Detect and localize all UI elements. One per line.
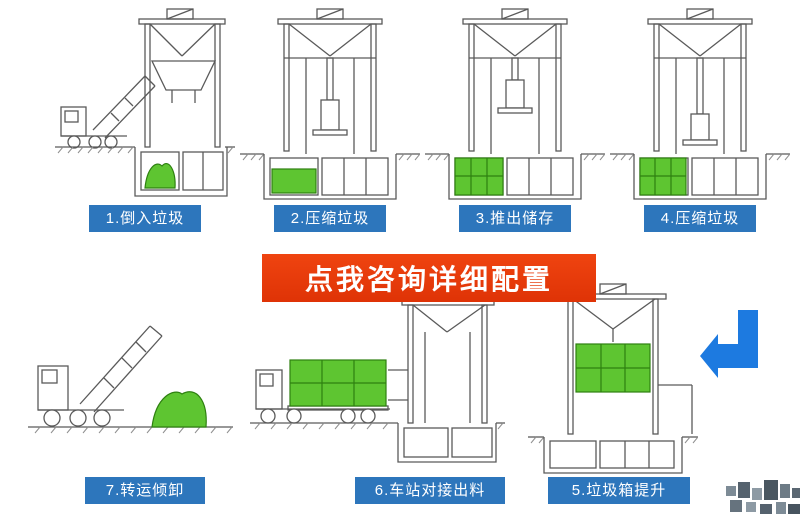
tipping-truck-icon bbox=[60, 75, 156, 149]
garbage-container-icon bbox=[454, 157, 504, 196]
step-4-panel bbox=[610, 6, 790, 201]
garbage-pile-icon bbox=[144, 163, 176, 189]
compressed-garbage-icon bbox=[271, 168, 317, 194]
step-5-label: 5.垃圾箱提升 bbox=[548, 477, 690, 504]
step-3-label: 3.推出储存 bbox=[459, 205, 571, 232]
step-6-illustration bbox=[250, 292, 505, 463]
step-5-illustration bbox=[528, 283, 698, 474]
step-2-illustration bbox=[240, 8, 420, 200]
lifted-garbage-container-icon bbox=[575, 343, 651, 393]
step-7-illustration bbox=[28, 325, 233, 434]
underground-pit-icon bbox=[528, 436, 698, 474]
hopper-tower-icon bbox=[138, 8, 226, 148]
dumped-garbage-pile-icon bbox=[151, 391, 207, 428]
step-4-label: 4.压缩垃圾 bbox=[644, 205, 756, 232]
underground-pit-icon bbox=[610, 153, 790, 200]
step-6-panel bbox=[250, 292, 505, 467]
step-7-panel bbox=[28, 300, 238, 465]
underground-pit-icon bbox=[240, 153, 420, 200]
step-2-label: 2.压缩垃圾 bbox=[274, 205, 386, 232]
compressor-tower-icon bbox=[462, 8, 568, 154]
left-turn-arrow-icon bbox=[700, 310, 758, 378]
step-4-illustration bbox=[610, 8, 790, 200]
step-3-panel bbox=[425, 6, 605, 201]
step-1-label: 1.倒入垃圾 bbox=[89, 205, 201, 232]
process-arrow bbox=[700, 310, 758, 380]
ground-line-icon bbox=[28, 426, 233, 434]
underground-pit-icon bbox=[250, 422, 505, 463]
step-1-panel bbox=[55, 6, 235, 201]
step-6-label: 6.车站对接出料 bbox=[355, 477, 505, 504]
consult-config-banner[interactable]: 点我咨询详细配置 bbox=[262, 254, 596, 302]
container-truck-icon bbox=[255, 369, 408, 424]
underground-pit-icon bbox=[55, 146, 235, 197]
underground-pit-icon bbox=[425, 153, 605, 200]
compressor-tower-icon bbox=[277, 8, 383, 154]
step-5-panel bbox=[528, 282, 698, 477]
step-7-label: 7.转运倾卸 bbox=[85, 477, 205, 504]
step-3-illustration bbox=[425, 8, 605, 200]
station-tower-icon bbox=[401, 292, 495, 424]
dump-truck-icon bbox=[37, 325, 163, 427]
compressor-tower-icon bbox=[647, 8, 753, 154]
step-1-illustration bbox=[55, 8, 235, 197]
pixel-logo-watermark-icon bbox=[726, 480, 800, 514]
garbage-container-icon bbox=[639, 157, 687, 196]
garbage-container-icon bbox=[289, 359, 387, 407]
step-2-panel bbox=[240, 6, 420, 201]
watermark bbox=[726, 480, 800, 516]
